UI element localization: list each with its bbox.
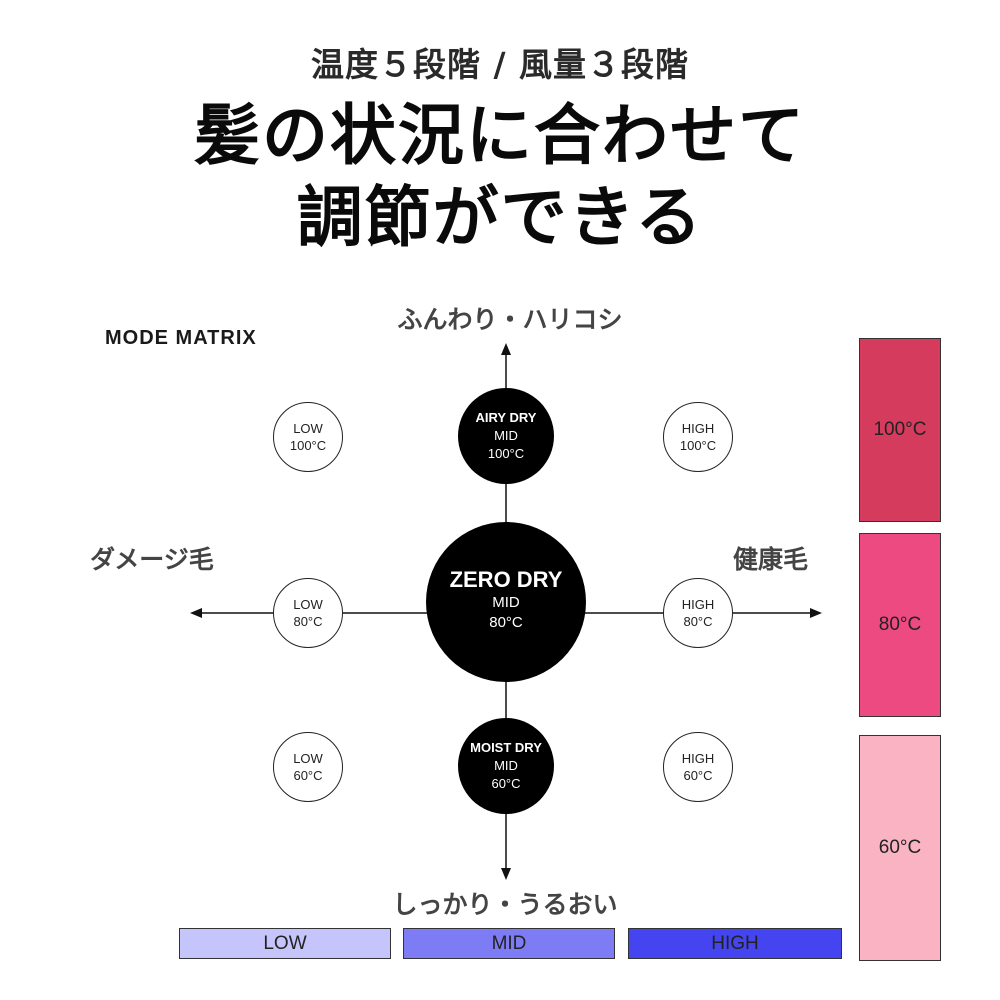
mode-low-80: LOW 80°C bbox=[273, 578, 343, 648]
arrow-right-icon bbox=[810, 608, 822, 618]
airflow-mid: MID bbox=[403, 928, 615, 959]
axis-label-top: ふんわり・ハリコシ bbox=[397, 305, 623, 334]
temp-block-80: 80°C bbox=[859, 533, 941, 717]
mode-zero-dry: ZERO DRY MID 80°C bbox=[426, 522, 586, 682]
temp-block-60: 60°C bbox=[859, 735, 941, 961]
mode-low-100: LOW 100°C bbox=[273, 402, 343, 472]
header-title: 髪の状況に合わせて 調節ができる bbox=[0, 95, 1000, 259]
mode-low-60: LOW 60°C bbox=[273, 732, 343, 802]
title-line-2: 調節ができる bbox=[296, 179, 704, 256]
axis-label-right: 健康毛 bbox=[733, 545, 809, 574]
header-subtitle: 温度５段階 / 風量３段階 bbox=[310, 45, 690, 84]
title-line-1: 髪の状況に合わせて bbox=[194, 97, 806, 174]
mode-high-100: HIGH 100°C bbox=[663, 402, 733, 472]
arrow-left-icon bbox=[190, 608, 202, 618]
airflow-high: HIGH bbox=[628, 928, 842, 959]
mode-high-80: HIGH 80°C bbox=[663, 578, 733, 648]
mode-high-60: HIGH 60°C bbox=[663, 732, 733, 802]
airflow-low: LOW bbox=[179, 928, 391, 959]
arrow-down-icon bbox=[501, 868, 511, 880]
mode-moist-dry: MOIST DRY MID 60°C bbox=[458, 718, 554, 814]
mode-matrix-label: MODE MATRIX bbox=[105, 327, 257, 349]
axis-label-bottom: しっかり・うるおい bbox=[392, 890, 618, 919]
arrow-up-icon bbox=[501, 343, 511, 355]
axis-label-left: ダメージ毛 bbox=[90, 545, 214, 574]
temp-block-100: 100°C bbox=[859, 338, 941, 522]
mode-airy-dry: AIRY DRY MID 100°C bbox=[458, 388, 554, 484]
